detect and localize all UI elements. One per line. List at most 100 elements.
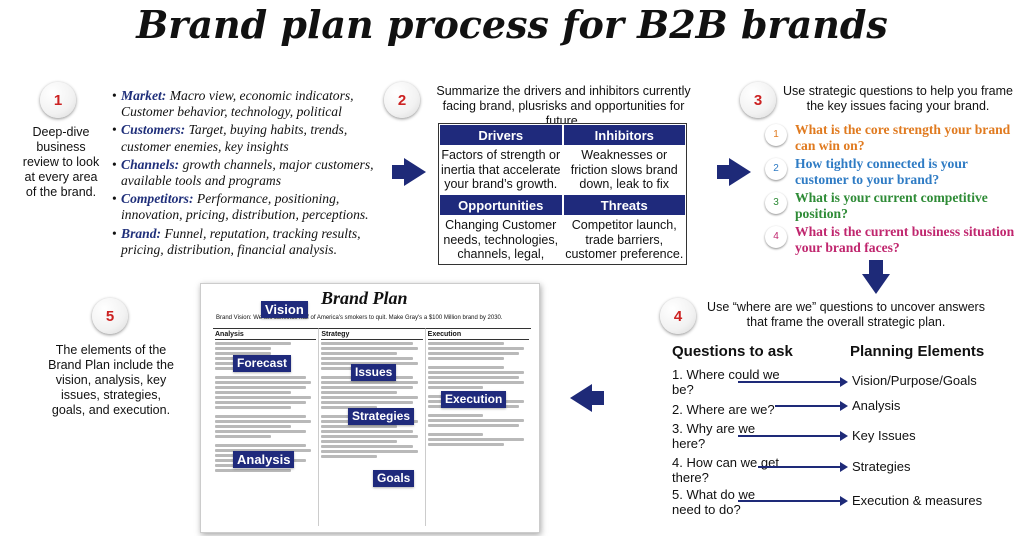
step-4-badge: 4 — [660, 298, 696, 334]
text-line — [427, 424, 519, 427]
text-line — [321, 401, 413, 404]
brand-plan-document: Brand Plan Brand Vision: We will convinc… — [200, 283, 540, 533]
step-4-description: Use “where are we” questions to uncover … — [707, 300, 985, 329]
brand-plan-title: Brand Plan — [321, 288, 408, 308]
swot-drivers-header: Drivers — [439, 124, 563, 146]
text-line — [215, 401, 307, 404]
text-line — [215, 347, 271, 350]
page-title: Brand plan process for B2B brands — [136, 2, 888, 47]
planning-element: Vision/Purpose/Goals — [852, 373, 977, 388]
flow-arrow-4-to-5 — [570, 384, 604, 412]
step-2-badge: 2 — [384, 82, 420, 118]
step-5-description: The elements of the Brand Plan include t… — [48, 343, 174, 417]
bullet-customers: Customers: Target, buying habits, trends… — [112, 122, 383, 154]
question-item: 2. Where are we? — [672, 402, 775, 417]
text-line — [321, 342, 413, 345]
text-line — [215, 381, 312, 384]
text-line — [215, 430, 307, 433]
flow-arrow-3-to-4 — [862, 260, 890, 294]
text-line — [215, 352, 271, 355]
text-line — [215, 420, 312, 423]
planning-element: Strategies — [852, 459, 911, 474]
flow-arrow-2-to-3 — [717, 158, 751, 186]
text-line — [215, 469, 291, 472]
step-1-bullets: Market: Macro view, economic indicators,… — [112, 88, 383, 260]
text-line — [321, 352, 398, 355]
execution-column-header: Execution — [427, 331, 529, 340]
text-line — [321, 381, 418, 384]
text-line — [427, 443, 504, 446]
strategy-column-header: Strategy — [321, 331, 423, 340]
text-line — [321, 362, 418, 365]
text-line — [215, 376, 307, 379]
text-line — [321, 440, 398, 443]
swot-inhibitors-text: Weaknesses or friction slows brand down,… — [570, 148, 678, 192]
text-line — [321, 391, 398, 394]
doc-tag-analysis: Analysis — [233, 451, 295, 468]
swot-drivers-text: Factors of strength or inertia that acce… — [441, 148, 561, 192]
text-line — [215, 444, 307, 447]
swot-grid: Drivers Inhibitors Factors of strength o… — [438, 123, 687, 265]
text-line — [321, 450, 418, 453]
text-line — [427, 419, 524, 422]
doc-tag-vision: Vision — [261, 301, 308, 318]
brand-plan-columns: Analysis Strategy Execution — [213, 328, 531, 526]
text-line — [427, 347, 524, 350]
link-arrow — [758, 462, 848, 472]
text-line — [321, 445, 413, 448]
step-5-badge: 5 — [92, 298, 128, 334]
text-line — [427, 352, 519, 355]
text-line — [427, 366, 504, 369]
text-line — [427, 438, 524, 441]
text-line — [321, 396, 418, 399]
bullet-market: Market: Macro view, economic indicators,… — [112, 88, 383, 120]
analysis-column-header: Analysis — [215, 331, 317, 340]
link-arrow — [775, 401, 848, 411]
doc-tag-goals: Goals — [373, 470, 415, 487]
text-line — [427, 433, 484, 436]
text-line — [427, 381, 524, 384]
questions-heading: Questions to ask — [672, 343, 793, 360]
question-item: 3. Why are we here? — [672, 421, 756, 451]
link-arrow — [738, 377, 848, 387]
link-arrow — [738, 431, 848, 441]
step-1-badge: 1 — [40, 82, 76, 118]
execution-column: Execution — [424, 328, 531, 526]
text-line — [321, 406, 378, 409]
text-line — [321, 367, 378, 370]
text-line — [321, 435, 418, 438]
text-line — [321, 455, 378, 458]
step-3-description: Use strategic questions to help you fram… — [783, 84, 1013, 113]
text-line — [427, 376, 519, 379]
text-line — [215, 435, 271, 438]
doc-tag-forecast: Forecast — [233, 355, 292, 372]
brand-vision-line: Brand Vision: We will convince half of A… — [216, 315, 503, 321]
doc-tag-strategies: Strategies — [348, 408, 415, 425]
text-line — [215, 396, 312, 399]
planning-element: Execution & measures — [852, 493, 983, 508]
question-item: 5. What do we need to do? — [672, 487, 756, 517]
swot-inhibitors-header: Inhibitors — [562, 124, 686, 146]
step-1-description: Deep-dive business review to look at eve… — [22, 125, 100, 199]
step-3-badge: 3 — [740, 82, 776, 118]
text-line — [427, 386, 484, 389]
text-line — [215, 449, 312, 452]
text-line — [427, 357, 504, 360]
text-line — [215, 386, 307, 389]
text-line — [321, 347, 418, 350]
text-line — [215, 415, 307, 418]
text-line — [215, 391, 291, 394]
text-line — [321, 357, 413, 360]
text-line — [427, 342, 504, 345]
strategy-column: Strategy — [318, 328, 425, 526]
text-line — [321, 430, 413, 433]
question-item: 4. How can we get there? — [672, 455, 779, 485]
text-line — [427, 371, 524, 374]
where-are-we-questions: 1. Where could we be? 2. Where are we? 3… — [672, 367, 782, 519]
planning-element: Analysis — [852, 398, 901, 413]
bullet-brand: Brand: Funnel, reputation, tracking resu… — [112, 226, 383, 258]
text-line — [215, 342, 291, 345]
